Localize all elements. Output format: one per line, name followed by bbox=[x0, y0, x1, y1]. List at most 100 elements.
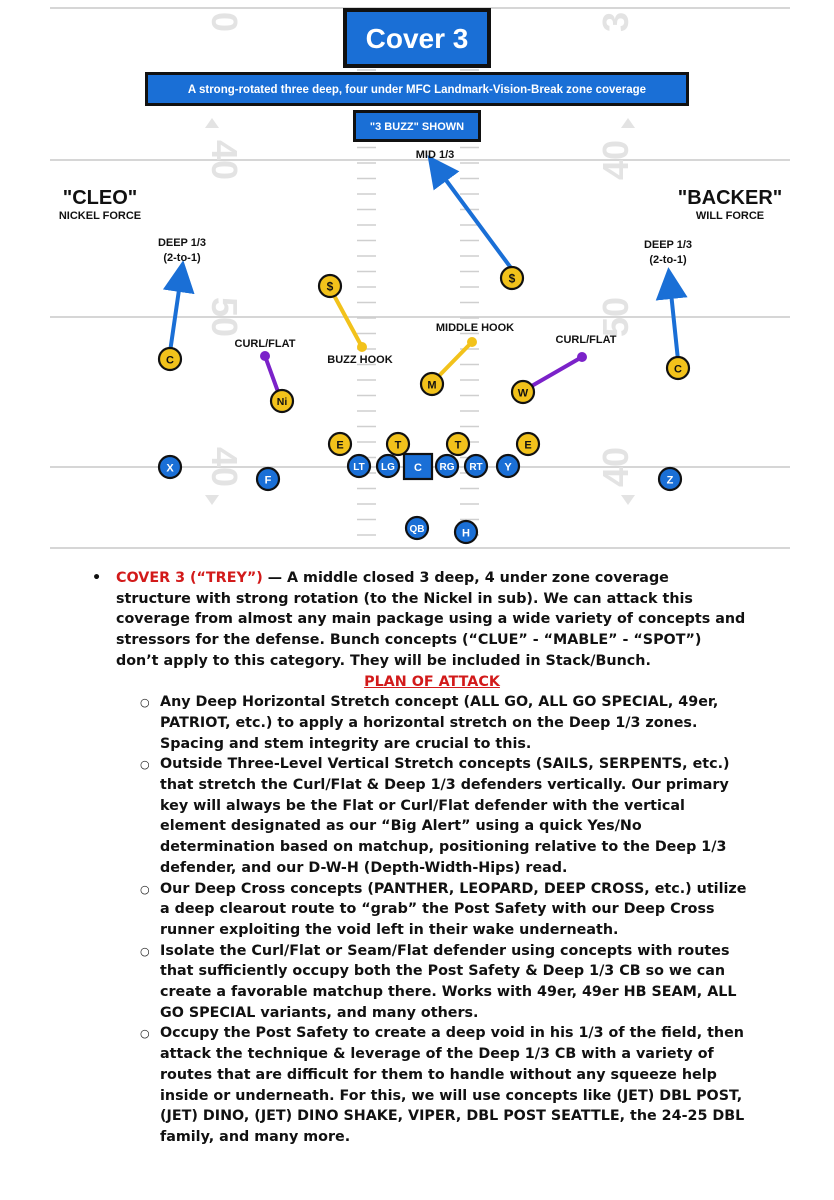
field-number-left-50: 50 bbox=[204, 297, 245, 337]
svg-text:W: W bbox=[518, 388, 529, 400]
circle-bullet-icon: ○ bbox=[140, 944, 150, 958]
zone-drops bbox=[162, 155, 688, 402]
defender-end-right: E bbox=[515, 431, 541, 457]
svg-text:T: T bbox=[455, 440, 462, 452]
offense-h: H bbox=[453, 519, 479, 545]
attack-point: ○Occupy the Post Safety to create a deep… bbox=[140, 1025, 745, 1145]
field-number-left-40-upper: 40 bbox=[204, 140, 245, 180]
offense-f: F bbox=[255, 466, 281, 492]
defender-corner-right: C bbox=[665, 355, 691, 381]
circle-bullet-icon: ○ bbox=[140, 1027, 150, 1041]
buzz-hook-end bbox=[357, 342, 367, 352]
circle-bullet-icon: ○ bbox=[140, 696, 150, 710]
svg-text:H: H bbox=[462, 528, 470, 540]
field-number-top-left: 0 bbox=[204, 12, 245, 32]
subtitle: A strong-rotated three deep, four under … bbox=[188, 84, 646, 96]
offense-center: C bbox=[402, 452, 434, 481]
subtitle-box bbox=[148, 75, 686, 103]
offense-lg: LG bbox=[375, 453, 401, 479]
offense-lt: LT bbox=[346, 453, 372, 479]
svg-text:M: M bbox=[427, 380, 436, 392]
offense-rg: RG bbox=[434, 453, 460, 479]
svg-text:C: C bbox=[414, 462, 422, 474]
svg-text:C: C bbox=[166, 355, 174, 367]
direction-arrow bbox=[205, 495, 219, 505]
zone-labels: MID 1/3 DEEP 1/3 (2-to-1) DEEP 1/3 (2-to… bbox=[158, 149, 692, 366]
direction-arrow bbox=[205, 118, 219, 128]
defender-strong-safety: $ bbox=[499, 265, 525, 291]
bullet-dot-icon: • bbox=[92, 570, 102, 586]
curl-flat-right-label: CURL/FLAT bbox=[556, 334, 617, 346]
field-number-left-40-lower: 40 bbox=[204, 447, 245, 487]
defender-nickel: Ni bbox=[269, 388, 295, 414]
direction-arrow bbox=[621, 118, 635, 128]
field-number-top-right: 3 bbox=[595, 12, 636, 32]
defender-free-safety: $ bbox=[317, 273, 343, 299]
shown-box bbox=[356, 113, 478, 139]
mid-third-label: MID 1/3 bbox=[416, 149, 455, 161]
defender-tackle-right: T bbox=[445, 431, 471, 457]
offense: X F LT LG C RG RT Y bbox=[157, 452, 683, 545]
deep-third-left-label: DEEP 1/3 bbox=[158, 237, 206, 249]
field-numbers: 0 3 40 40 50 50 40 40 bbox=[204, 12, 636, 487]
coverage-diagram: 0 3 40 40 50 50 40 40 Cover 3 A strong-r… bbox=[50, 7, 790, 549]
svg-text:QB: QB bbox=[410, 524, 425, 535]
deep-third-right-label: DEEP 1/3 bbox=[644, 239, 692, 251]
direction-arrow bbox=[621, 495, 635, 505]
shown-label: "3 BUZZ" SHOWN bbox=[370, 121, 464, 133]
defender-end-left: E bbox=[327, 431, 353, 457]
free-safety-drop bbox=[328, 286, 364, 349]
svg-text:X: X bbox=[166, 463, 174, 475]
svg-text:Y: Y bbox=[504, 462, 512, 474]
cleo-name: "CLEO" bbox=[63, 187, 138, 209]
curl-flat-right-end bbox=[577, 352, 587, 362]
coverage-heading: COVER 3 (“TREY”) bbox=[116, 570, 263, 586]
corner-right-drop bbox=[655, 267, 688, 362]
coverage-description: — A middle closed 3 deep, 4 under zone c… bbox=[116, 570, 746, 669]
offense-qb: QB bbox=[404, 515, 430, 541]
defender-mike: M bbox=[419, 371, 445, 397]
coverage-notes: • COVER 3 (“TREY”) — A middle closed 3 de… bbox=[88, 568, 748, 1148]
svg-text:C: C bbox=[674, 364, 682, 376]
svg-text:RG: RG bbox=[440, 462, 455, 473]
circle-bullet-icon: ○ bbox=[140, 758, 150, 772]
attack-point: ○Our Deep Cross concepts (PANTHER, LEOPA… bbox=[140, 880, 747, 938]
svg-text:Z: Z bbox=[667, 475, 674, 487]
curl-flat-left-end bbox=[260, 351, 270, 361]
defender-corner-left: C bbox=[157, 346, 183, 372]
defender-tackle-left: T bbox=[385, 431, 411, 457]
field-number-right-50: 50 bbox=[595, 297, 636, 337]
svg-text:LG: LG bbox=[381, 462, 395, 473]
svg-text:$: $ bbox=[327, 280, 334, 294]
middle-hook-label: MIDDLE HOOK bbox=[436, 322, 514, 334]
main-bullet: • COVER 3 (“TREY”) — A middle closed 3 de… bbox=[88, 568, 748, 672]
deep-third-right-sub: (2-to-1) bbox=[649, 254, 687, 266]
direction-arrows bbox=[205, 118, 635, 505]
svg-text:Ni: Ni bbox=[277, 396, 288, 408]
cleo-role: NICKEL FORCE bbox=[59, 210, 141, 222]
defender-will: W bbox=[510, 379, 536, 405]
zone-drop-ends bbox=[260, 337, 587, 362]
svg-text:E: E bbox=[524, 440, 531, 452]
svg-text:F: F bbox=[265, 475, 272, 487]
svg-text:T: T bbox=[395, 440, 402, 452]
svg-text:$: $ bbox=[509, 272, 516, 286]
backer-role: WILL FORCE bbox=[696, 210, 764, 222]
title-box bbox=[347, 12, 487, 64]
buzz-hook-label: BUZZ HOOK bbox=[327, 354, 392, 366]
attack-point: ○Outside Three-Level Vertical Stretch co… bbox=[140, 756, 730, 876]
deep-third-left-sub: (2-to-1) bbox=[163, 252, 201, 264]
cleo-callout-bg bbox=[54, 176, 150, 224]
defenders: $ $ C C Ni M W E bbox=[157, 265, 691, 457]
plan-heading: PLAN OF ATTACK bbox=[364, 673, 500, 690]
curl-flat-left-label: CURL/FLAT bbox=[235, 338, 296, 350]
corner-left-drop bbox=[162, 260, 195, 354]
offense-rt: RT bbox=[463, 453, 489, 479]
offense-x: X bbox=[157, 454, 183, 480]
circle-bullet-icon: ○ bbox=[140, 882, 150, 896]
title: Cover 3 bbox=[366, 23, 469, 54]
attack-point: ○Isolate the Curl/Flat or Seam/Flat defe… bbox=[140, 942, 737, 1021]
offense-y: Y bbox=[495, 453, 521, 479]
backer-callout-bg bbox=[676, 176, 782, 224]
svg-text:LT: LT bbox=[353, 462, 364, 473]
